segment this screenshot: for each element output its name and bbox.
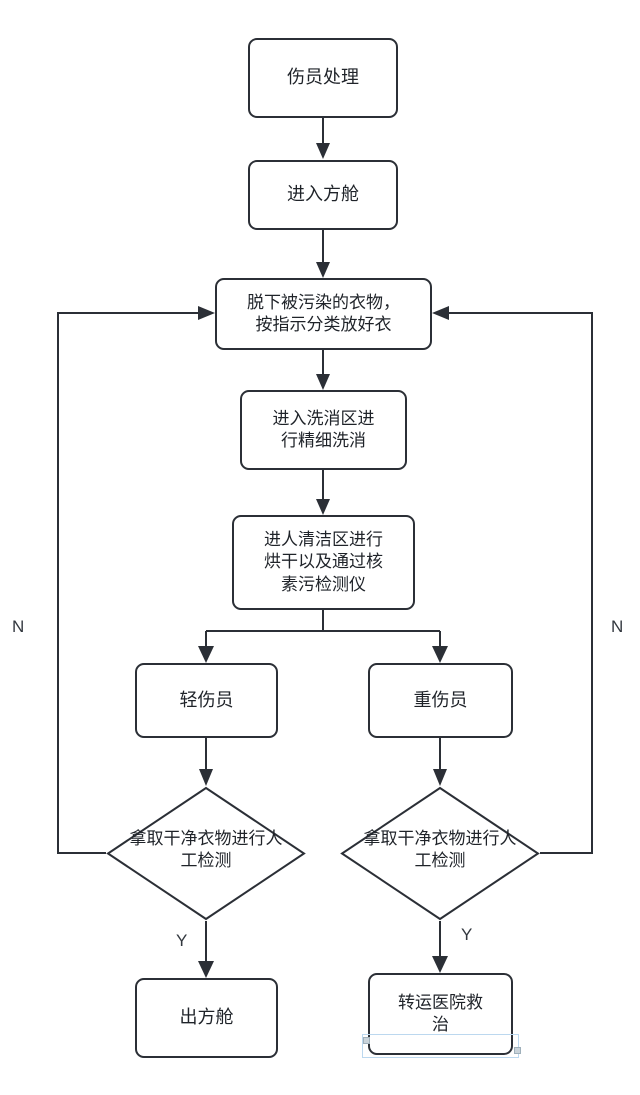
arrowhead [316, 143, 330, 159]
edge-label-no-right: N [611, 617, 624, 636]
arrowhead [198, 961, 214, 978]
node-clean-zone[interactable]: 进人清洁区进行 烘干以及通过核 素污检测仪 [232, 515, 415, 610]
arrowhead [316, 374, 330, 390]
node-enter-cabin-label: 进入方舱 [287, 184, 359, 205]
node-transfer-hospital[interactable]: 转运医院救 治 [368, 973, 513, 1055]
edge-check-right-no-loop [447, 312, 593, 854]
node-undress-label: 脱下被污染的衣物， 按指示分类放好衣 [247, 292, 400, 334]
node-start[interactable]: 伤员处理 [248, 38, 398, 118]
edge-label-yes-right: Y [461, 925, 473, 944]
edge-label-yes-left: Y [176, 931, 188, 950]
edge-label-no-left: N [12, 617, 25, 636]
node-transfer-hospital-label: 转运医院救 治 [398, 992, 483, 1034]
arrowhead [199, 769, 213, 786]
edge-check-left-no-loop [57, 312, 200, 854]
arrowhead [198, 306, 215, 320]
node-enter-cabin[interactable]: 进入方舱 [248, 160, 398, 230]
arrowhead [432, 956, 448, 973]
diamond-shape-right [340, 786, 540, 921]
node-severe-injury-label: 重伤员 [413, 689, 468, 710]
node-undress[interactable]: 脱下被污染的衣物， 按指示分类放好衣 [215, 278, 432, 350]
node-light-injury-label: 轻伤员 [179, 689, 234, 710]
node-wash-zone-label: 进入洗消区进 行精细洗消 [272, 408, 375, 450]
node-check-left[interactable]: 拿取干净衣物进行人 工检测 [106, 786, 306, 921]
arrowhead [316, 499, 330, 515]
node-start-label: 伤员处理 [287, 67, 359, 88]
diamond-shape-left [106, 786, 306, 921]
arrowhead [198, 646, 214, 663]
node-exit-cabin[interactable]: 出方舱 [135, 978, 278, 1058]
node-wash-zone[interactable]: 进入洗消区进 行精细洗消 [240, 390, 407, 470]
node-clean-zone-label: 进人清洁区进行 烘干以及通过核 素污检测仪 [264, 530, 383, 594]
selection-handle-left[interactable] [363, 1037, 370, 1044]
arrowhead [433, 769, 447, 786]
arrowhead [316, 262, 330, 278]
node-check-right[interactable]: 拿取干净衣物进行人 工检测 [340, 786, 540, 921]
selection-handle-right[interactable] [514, 1047, 521, 1054]
node-exit-cabin-label: 出方舱 [179, 1007, 234, 1028]
arrowhead [432, 306, 449, 320]
node-severe-injury[interactable]: 重伤员 [368, 663, 513, 738]
node-light-injury[interactable]: 轻伤员 [135, 663, 278, 738]
arrowhead [432, 646, 448, 663]
